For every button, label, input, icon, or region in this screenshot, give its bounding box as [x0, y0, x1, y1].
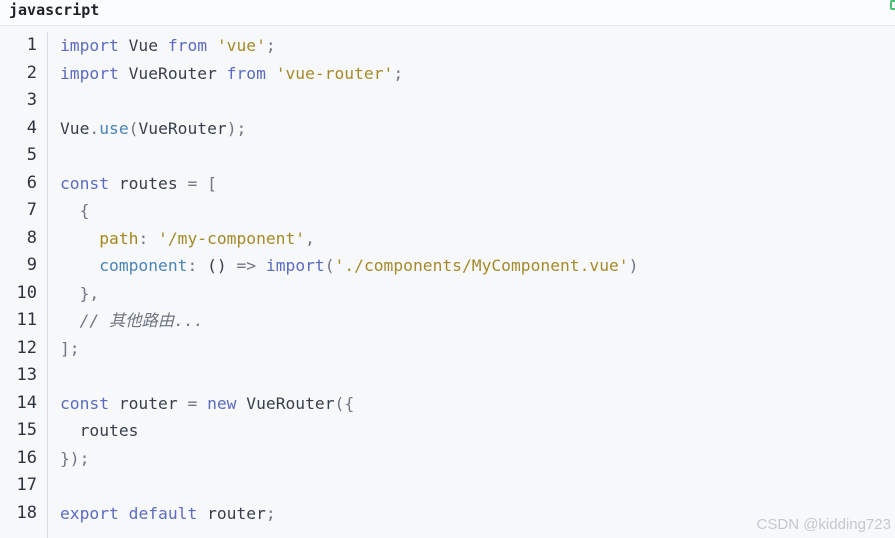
code-line: ]; [60, 335, 80, 363]
code-token [60, 311, 80, 330]
code-block-header: javascript [0, 0, 895, 26]
code-token [119, 504, 129, 523]
code-token: = [187, 173, 198, 193]
code-line: }, [60, 280, 100, 308]
code-token: { [79, 201, 90, 220]
code-token: VueRouter [138, 118, 227, 138]
code-token: router [197, 503, 266, 523]
line-number: 14 [16, 392, 37, 413]
line-number: 13 [16, 365, 37, 385]
line-number: 1 [26, 35, 37, 55]
code-line: const routes = [ [60, 170, 217, 198]
code-token [197, 394, 207, 413]
code-token: , [305, 228, 315, 248]
code-token: ( [324, 256, 335, 275]
line-number: 16 [16, 447, 37, 468]
line-number: 4 [26, 117, 37, 138]
code-token: }, [79, 283, 100, 303]
code-token [60, 201, 80, 220]
line-number: 15 [16, 420, 37, 440]
line-number: 5 [26, 145, 37, 165]
code-line: Vue.use(VueRouter); [60, 115, 246, 143]
code-token [266, 64, 276, 83]
code-token: VueRouter [236, 393, 335, 413]
code-line: routes [60, 417, 139, 445]
copy-icon[interactable] [890, 0, 895, 10]
code-token: // 其他路由... [79, 311, 204, 330]
code-line: export default router; [60, 500, 276, 528]
code-token: Vue [118, 36, 168, 55]
line-number: 2 [26, 62, 37, 83]
line-number: 7 [26, 200, 37, 220]
watermark: CSDN @kidding723 [756, 516, 891, 533]
code-line: import Vue from 'vue'; [60, 32, 276, 60]
code-token: 'vue' [216, 36, 266, 55]
language-label: javascript [9, 1, 100, 19]
code-token: . [89, 118, 100, 138]
code-token: ; [265, 503, 276, 523]
code-token: import [60, 63, 119, 83]
code-token: './components/MyComponent.vue' [334, 256, 629, 275]
code-token: const [60, 173, 110, 193]
code-token: ) [628, 256, 639, 275]
code-token: [ [207, 173, 217, 193]
code-token: routes [60, 421, 139, 440]
line-number: 9 [26, 255, 37, 275]
code-token: '/my-component' [158, 228, 306, 248]
line-number: 18 [16, 502, 37, 523]
code-token: path [99, 228, 139, 248]
code-token: routes [109, 173, 188, 193]
code-token: ; [393, 63, 404, 83]
line-number: 3 [26, 90, 37, 110]
code-token: import [60, 36, 119, 55]
line-number: 11 [16, 310, 37, 330]
code-token: 'vue-router' [275, 63, 394, 83]
code-token: ]; [60, 338, 80, 358]
code-token: => [236, 256, 257, 275]
line-number: 10 [16, 282, 37, 303]
code-token: router [109, 393, 188, 413]
code-token: ); [226, 118, 247, 138]
code-token: : [187, 256, 208, 275]
code-token: import [265, 256, 325, 275]
code-line: path: '/my-component', [60, 225, 315, 253]
code-token: default [128, 503, 198, 523]
code-token: ( [128, 118, 139, 138]
code-line: }); [60, 445, 89, 473]
code-token: use [99, 118, 129, 138]
line-number: 6 [26, 172, 37, 193]
code-token [60, 256, 99, 275]
code-token: ; [265, 36, 276, 55]
code-token: ({ [334, 393, 355, 413]
code-token: Vue [60, 118, 90, 138]
code-token [207, 36, 217, 55]
code-line: { [60, 197, 90, 225]
code-token: export [60, 503, 119, 523]
code-token [60, 284, 80, 303]
code-token: }); [60, 448, 90, 468]
code-token: = [187, 393, 198, 413]
code-token [60, 229, 99, 248]
code-token: from [167, 36, 208, 55]
code-token: new [207, 393, 237, 413]
line-number: 17 [16, 475, 37, 495]
code-token: VueRouter [118, 63, 227, 83]
line-number: 12 [16, 337, 37, 358]
code-line: // 其他路由... [60, 307, 204, 335]
code-token [197, 174, 207, 193]
code-line: component: () => import('./components/My… [60, 252, 638, 280]
code-token: : [138, 228, 159, 248]
code-token: const [60, 393, 110, 413]
code-line: const router = new VueRouter({ [60, 390, 354, 418]
code-token [256, 256, 266, 275]
code-line: import VueRouter from 'vue-router'; [60, 60, 403, 88]
code-token: from [226, 63, 266, 83]
line-number: 8 [26, 227, 37, 248]
code-token: () [207, 256, 237, 275]
code-token: component [99, 256, 188, 275]
